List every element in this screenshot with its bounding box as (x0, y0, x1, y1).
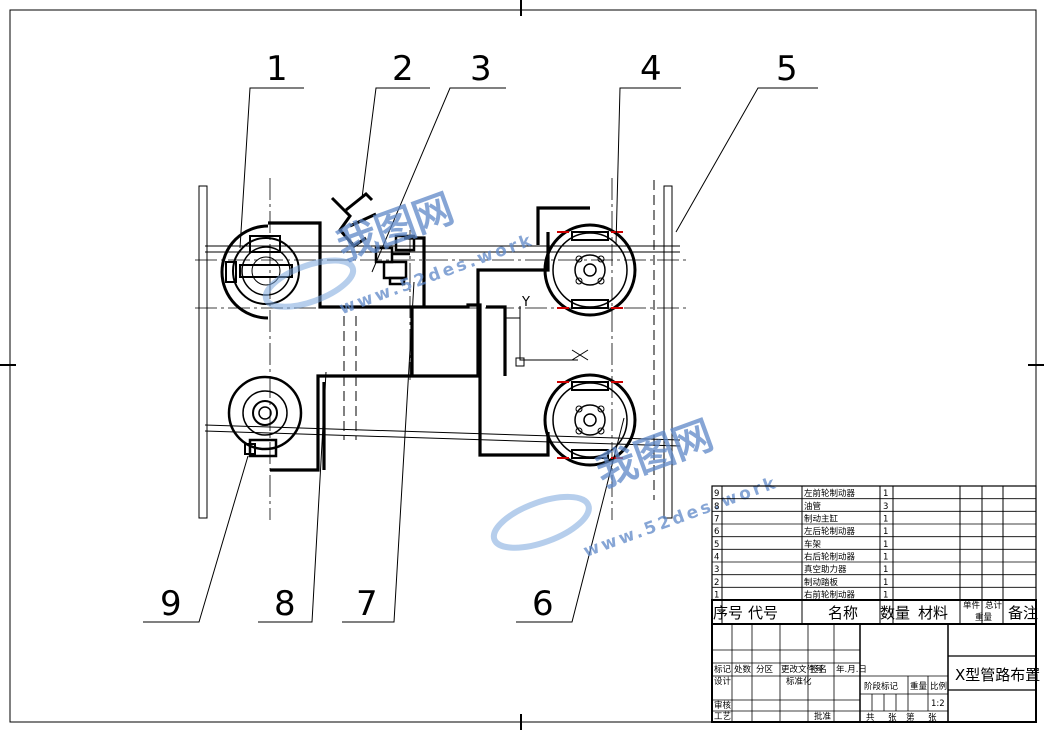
brake-lines-thin (505, 306, 578, 367)
parts-list-rows: 9 左前轮制动器 1 8 油管 3 7 制动主缸 1 6 左后轮制动器 1 5 车架 1 4 右后轮制动器 1 3 真… (714, 488, 888, 600)
vacuum-booster (374, 234, 416, 286)
callout-numbers: 1 2 3 4 5 6 7 8 9 (160, 49, 798, 624)
axis-indicator (571, 349, 589, 361)
watermark-brand-bottom: 我图网 (591, 412, 719, 496)
parts-row-number: 9 (714, 489, 719, 499)
rear-left-brake (543, 373, 637, 467)
header-no: 序号 (713, 604, 743, 622)
parts-row-qty: 1 (883, 540, 888, 550)
parts-row-number: 6 (714, 527, 719, 537)
parts-row-name: 油管 (804, 501, 821, 512)
parts-row-qty: 1 (883, 565, 888, 575)
parts-row-qty: 1 (883, 591, 888, 601)
parts-row-qty: 3 (883, 502, 888, 512)
leader-lines (143, 87, 818, 623)
sheet-label-no: 第 (906, 712, 915, 723)
parts-row-number: 8 (714, 502, 719, 512)
parts-row-name: 右后轮制动器 (804, 552, 856, 563)
header-qty: 数量 (880, 604, 910, 622)
stage-label-scale: 比例 (930, 681, 947, 692)
parts-row-name: 制动踏板 (804, 577, 839, 588)
header-code: 代号 (748, 604, 778, 622)
stage-label-mark: 阶段标记 (864, 681, 899, 692)
header-remark: 备注 (1008, 604, 1038, 622)
parts-list-header: 序号 代号 名称 数量 材料 单件 总计 重量 备注 (713, 600, 1038, 623)
callout-5: 5 (776, 49, 798, 89)
parts-row-number: 3 (714, 565, 719, 575)
rev-label-count: 处数 (734, 664, 752, 675)
standardize-label: 标准化 (786, 676, 812, 687)
callout-4: 4 (640, 49, 662, 89)
parts-row-number: 7 (714, 515, 719, 525)
parts-row-qty: 1 (883, 553, 888, 563)
header-name: 名称 (828, 604, 858, 622)
callout-8: 8 (274, 584, 296, 624)
parts-row-name: 车架 (804, 539, 822, 550)
header-weight: 重量 (975, 612, 993, 623)
stage-label-weight: 重量 (910, 681, 928, 692)
title-block-text: X型管路布置 1:2 标记 处数 分区 更改文件号 签名 年.月.日 设计 标准… (714, 664, 1040, 723)
callout-7: 7 (356, 584, 378, 624)
scale-value: 1:2 (931, 699, 945, 709)
title-block (711, 623, 1037, 723)
watermark-bottom: 我图网 www.52des.work (490, 412, 781, 562)
rear-right-brake (543, 223, 637, 317)
watermark-brand-top: 我图网 (331, 186, 459, 270)
header-single: 单件 (963, 600, 981, 611)
rev-label-sign: 签名 (810, 664, 827, 675)
parts-row-name: 左前轮制动器 (804, 488, 856, 499)
header-total: 总计 (985, 600, 1003, 611)
parts-row-qty: 1 (883, 578, 888, 588)
brake-pedal (330, 191, 377, 248)
callout-1: 1 (266, 49, 288, 89)
approve-label: 批准 (814, 711, 832, 722)
parts-row-number: 5 (714, 540, 719, 550)
parts-row-number: 2 (714, 578, 719, 588)
rev-label-doc: 更改文件号 (781, 664, 824, 675)
rev-label-mark: 标记 (714, 664, 732, 675)
process-label: 工艺 (714, 712, 731, 722)
axis-label-y: Y (521, 295, 530, 310)
parts-row-qty: 1 (883, 527, 888, 537)
rev-label-date: 年.月.日 (836, 664, 867, 675)
parts-row-number: 4 (714, 553, 719, 563)
rev-label-zone: 分区 (756, 665, 774, 675)
callout-6: 6 (532, 584, 554, 624)
parts-row-qty: 1 (883, 515, 888, 525)
parts-row-qty: 1 (883, 489, 888, 499)
sheet-label-total: 共 (866, 713, 875, 723)
parts-row-name: 右前轮制动器 (804, 590, 856, 601)
parts-row-name: 左后轮制动器 (804, 526, 856, 537)
parts-row-name: 制动主缸 (804, 514, 839, 525)
callout-3: 3 (470, 49, 492, 89)
sheet-label-sheets: 张 (888, 713, 897, 723)
brake-lines (268, 206, 590, 472)
parts-row-name: 真空助力器 (804, 564, 847, 575)
front-left-brake (227, 375, 303, 458)
parts-list (711, 485, 1037, 625)
vehicle-frame (198, 180, 681, 519)
callout-9: 9 (160, 584, 182, 624)
header-material: 材料 (918, 604, 948, 622)
drawing-title: X型管路布置 (955, 666, 1040, 684)
reviewer-label: 审核 (714, 700, 732, 711)
parts-row-number: 1 (714, 591, 719, 601)
callout-2: 2 (392, 49, 414, 89)
designer-label: 设计 (714, 676, 732, 687)
sheet-label-sheet: 张 (928, 713, 937, 723)
